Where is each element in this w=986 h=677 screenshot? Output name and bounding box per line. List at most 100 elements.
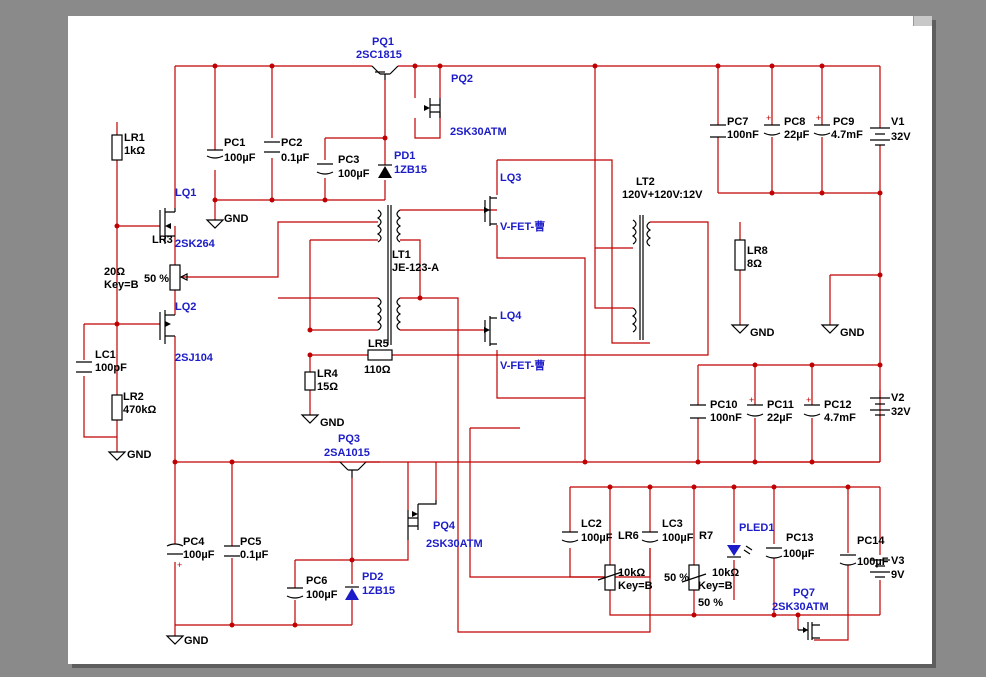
pc11-ref: PC11 xyxy=(767,399,794,411)
lr4-resistor-symbol xyxy=(304,371,316,391)
v1-ref: V1 xyxy=(891,116,904,128)
pd2-zener-symbol xyxy=(345,586,359,600)
lc1-ref: LC1 xyxy=(95,349,116,361)
pq2-value: 2SK30ATM xyxy=(450,126,507,138)
pq1-transistor-symbol xyxy=(371,65,399,80)
pc5-capacitor-symbol xyxy=(224,545,240,557)
pc5-value: 0.1µF xyxy=(240,549,269,561)
pc11-value: 22µF xyxy=(767,412,793,424)
gnd-label-6: GND xyxy=(184,635,209,647)
lr3-pot-symbol xyxy=(169,264,188,291)
pc2-ref: PC2 xyxy=(281,137,302,149)
pc4-plus: + xyxy=(177,560,182,570)
schematic-canvas: PQ1 2SC1815 PQ2 2SK30ATM PD1 1ZB15 PC1 1… xyxy=(76,36,911,647)
lc2-capacitor-symbol xyxy=(561,531,579,543)
lr1-value: 1kΩ xyxy=(124,145,145,157)
lt2-ref: LT2 xyxy=(636,176,655,188)
pc3-value: 100µF xyxy=(338,168,370,180)
lc3-value: 100µF xyxy=(662,532,694,544)
v1-value: 32V xyxy=(891,131,911,143)
r7-key: Key=B xyxy=(698,580,733,592)
pq7-value: 2SK30ATM xyxy=(772,601,829,613)
lr5-value: 110Ω xyxy=(364,364,391,376)
pc12-capacitor-symbol xyxy=(803,404,821,417)
pc14-ref: PC14 xyxy=(857,535,885,547)
pd2-ref: PD2 xyxy=(362,571,383,583)
gnd-label-5: GND xyxy=(840,327,865,339)
gnd-symbol-6 xyxy=(165,635,185,645)
v3-value: 9V xyxy=(891,569,905,581)
pc3-ref: PC3 xyxy=(338,154,359,166)
lq1-ref: LQ1 xyxy=(175,187,196,199)
pc13-ref: PC13 xyxy=(786,532,814,544)
lt2-value: 120V+120V:12V xyxy=(622,189,703,201)
pq2-jfet-symbol xyxy=(424,98,441,118)
lq2-value: 2SJ104 xyxy=(175,352,214,364)
pc13-value: 100µF xyxy=(783,548,815,560)
pq7-ref: PQ7 xyxy=(793,587,815,599)
pq7-jfet-symbol xyxy=(798,622,820,640)
lr8-ref: LR8 xyxy=(747,245,768,257)
lr2-resistor-symbol xyxy=(111,394,123,421)
lr8-value: 8Ω xyxy=(747,258,762,270)
lr6-key: Key=B xyxy=(618,580,653,592)
gnd-symbol-3 xyxy=(300,414,320,424)
gnd-symbol-5 xyxy=(820,324,840,334)
pc9-value: 4.7mF xyxy=(831,129,863,141)
pc11-plus: + xyxy=(749,395,754,405)
pc6-capacitor-symbol xyxy=(286,587,304,599)
pq1-value: 2SC1815 xyxy=(356,49,402,61)
pc7-ref: PC7 xyxy=(727,116,748,128)
lc2-ref: LC2 xyxy=(581,518,602,530)
pc9-capacitor-symbol xyxy=(813,124,831,136)
scroll-corner xyxy=(913,16,932,26)
pc2-value: 0.1µF xyxy=(281,152,310,164)
pc1-ref: PC1 xyxy=(224,137,245,149)
pc4-capacitor-symbol xyxy=(166,543,184,555)
pq3-transistor-symbol xyxy=(339,461,367,478)
v3-ref: V3 xyxy=(891,555,904,567)
schematic-sheet[interactable]: PQ1 2SC1815 PQ2 2SK30ATM PD1 1ZB15 PC1 1… xyxy=(68,16,932,664)
v3-battery-symbol xyxy=(870,559,890,578)
v2-value: 32V xyxy=(891,406,911,418)
lr4-ref: LR4 xyxy=(317,368,339,380)
lq2-mosfet-symbol xyxy=(159,310,175,344)
pc5-ref: PC5 xyxy=(240,536,261,548)
pq4-value: 2SK30ATM xyxy=(426,538,483,550)
lc1-value: 100pF xyxy=(95,362,127,374)
pc10-ref: PC10 xyxy=(710,399,738,411)
lq1-value: 2SK264 xyxy=(175,238,216,250)
lr1-ref: LR1 xyxy=(124,132,145,144)
lq3-value: V-FET-曹 xyxy=(500,219,545,233)
lq2-ref: LQ2 xyxy=(175,301,196,313)
pled1-ref: PLED1 xyxy=(739,522,774,534)
r7-value: 10kΩ xyxy=(712,567,739,579)
labels: PQ1 2SC1815 PQ2 2SK30ATM PD1 1ZB15 PC1 1… xyxy=(95,36,911,647)
pc7-value: 100nF xyxy=(727,129,759,141)
pc1-value: 100µF xyxy=(224,152,256,164)
lr8-resistor-symbol xyxy=(734,239,746,271)
pc1-capacitor-symbol xyxy=(206,149,224,159)
lc3-capacitor-symbol xyxy=(641,531,659,543)
pc2-capacitor-symbol xyxy=(264,141,280,153)
lr3-value: 20Ω xyxy=(104,266,125,278)
pc8-capacitor-symbol xyxy=(763,124,781,136)
lr6-value: 10kΩ xyxy=(618,567,645,579)
pq3-value: 2SA1015 xyxy=(324,447,370,459)
lq4-value: V-FET-曹 xyxy=(500,358,545,372)
pc12-ref: PC12 xyxy=(824,399,852,411)
pc14-value: 100µF xyxy=(857,556,889,568)
pc8-plus: + xyxy=(766,113,771,123)
pc7-capacitor-symbol xyxy=(710,124,726,138)
pc4-ref: PC4 xyxy=(183,536,205,548)
wires xyxy=(83,65,881,641)
r7-percent-2: 50 % xyxy=(698,597,723,609)
lt1-ref: LT1 xyxy=(392,249,411,261)
lr3-key: Key=B xyxy=(104,279,139,291)
pc6-value: 100µF xyxy=(306,589,338,601)
pc10-capacitor-symbol xyxy=(690,404,706,419)
pc8-value: 22µF xyxy=(784,129,810,141)
gnd-label-4: GND xyxy=(750,327,775,339)
lr6-ref: LR6 xyxy=(618,530,639,542)
v2-ref: V2 xyxy=(891,392,904,404)
